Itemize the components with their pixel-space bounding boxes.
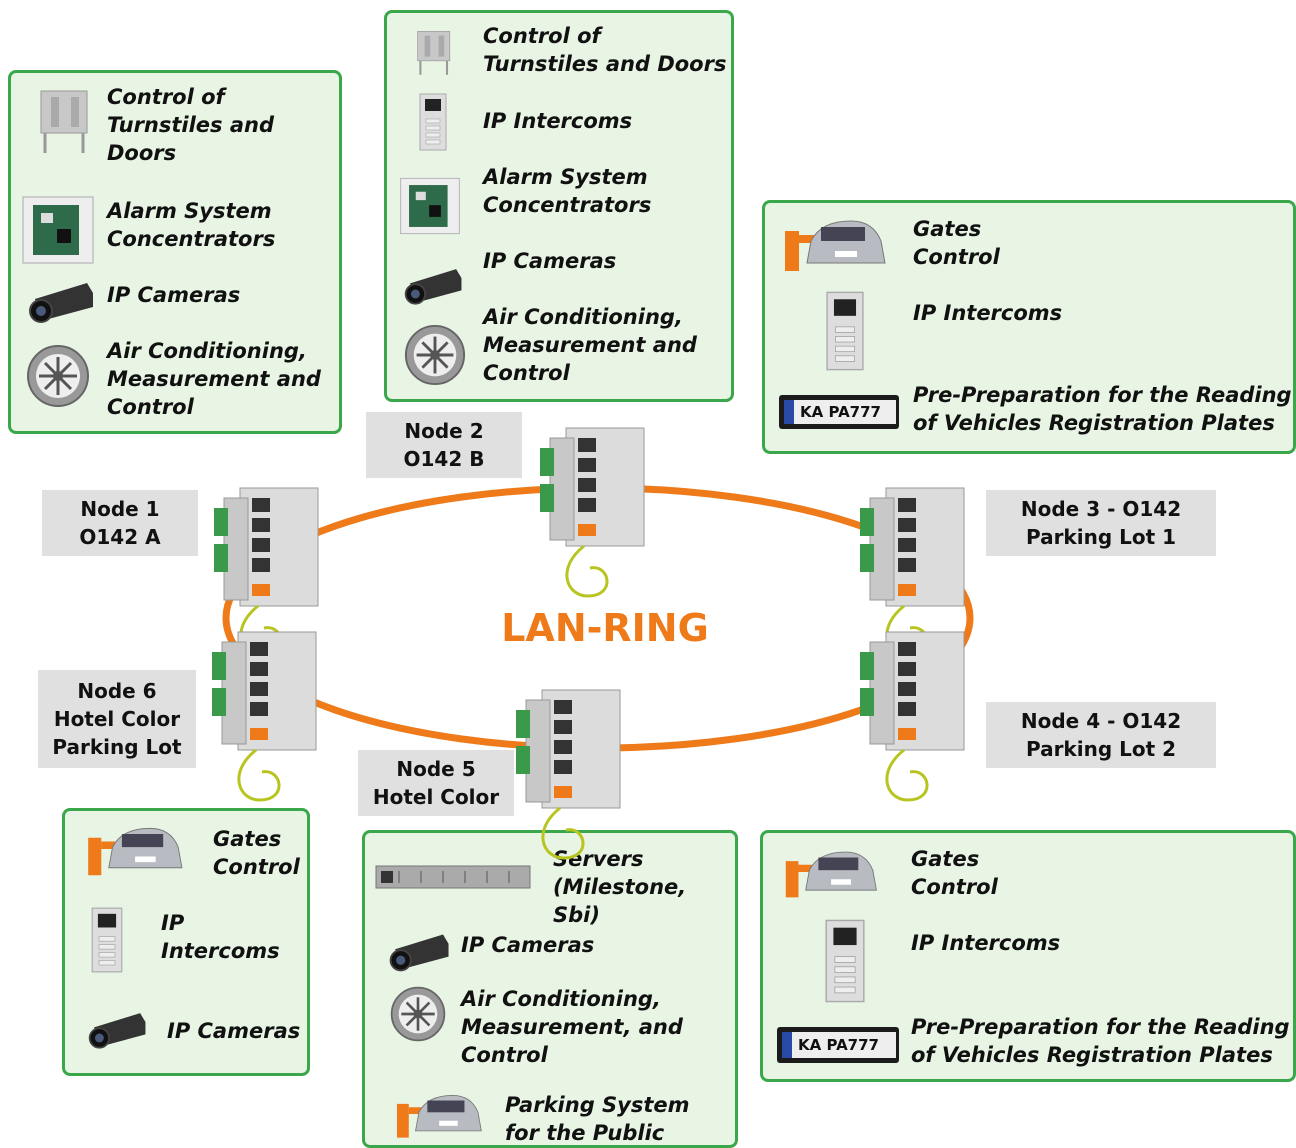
label-air-conditioning: Air Conditioning, Measurement, and Contr…	[461, 987, 683, 1067]
node3-device	[858, 486, 966, 658]
label-plate-reading: Pre-Preparation for the Reading of Vehic…	[911, 1015, 1290, 1067]
label-parking-system: Parking System for the Public	[505, 1093, 690, 1145]
node-label-6: Node 6 Hotel Color Parking Lot	[38, 670, 196, 768]
label-ip-cameras: IP Cameras	[107, 283, 241, 307]
license-plate-icon: KA PA777	[779, 395, 899, 429]
node2-device	[538, 426, 646, 598]
label-ip-cameras: IP Cameras	[461, 933, 595, 957]
panel-node2-devices: Control of Turnstiles and Doors IP Inter…	[384, 10, 734, 402]
panel-node5-devices: Servers (Milestone, Sbi) IP Cameras Air …	[362, 830, 738, 1148]
label-ip-intercoms: IP Intercoms	[913, 301, 1063, 325]
label-gates-control: Gates Control	[913, 217, 1000, 269]
label-ip-intercoms: IP Intercoms	[483, 109, 633, 133]
panel-node6-devices: Gates Control IP Intercoms IP Cameras	[62, 808, 310, 1076]
label-ip-cameras: IP Cameras	[167, 1019, 301, 1043]
lan-ring-title: LAN-RING	[501, 606, 709, 650]
panel-node3-devices: Gates Control IP Intercoms KA PA777 Pre-…	[762, 200, 1296, 454]
label-ip-intercoms: IP Intercoms	[161, 911, 280, 963]
label-gates-control: Gates Control	[213, 827, 300, 879]
label-servers: Servers (Milestone, Sbi)	[553, 847, 687, 927]
node-label-1: Node 1 O142 A	[42, 490, 198, 556]
label-air-conditioning: Air Conditioning, Measurement and Contro…	[107, 339, 321, 419]
label-ip-intercoms: IP Intercoms	[911, 931, 1061, 955]
node5-device	[514, 688, 622, 860]
label-turnstiles: Control of Turnstiles and Doors	[107, 85, 275, 165]
node-label-2: Node 2 O142 B	[366, 412, 522, 478]
node6-device	[210, 630, 318, 802]
node-label-4: Node 4 - O142 Parking Lot 2	[986, 702, 1216, 768]
label-alarm-concentrators: Alarm System Concentrators	[107, 199, 276, 251]
label-gates-control: Gates Control	[911, 847, 998, 899]
panel-node1-devices: Control of Turnstiles and Doors Alarm Sy…	[8, 70, 342, 434]
license-plate-icon: KA PA777	[777, 1027, 899, 1063]
label-alarm-concentrators: Alarm System Concentrators	[483, 165, 652, 217]
node-label-3: Node 3 - O142 Parking Lot 1	[986, 490, 1216, 556]
node4-device	[858, 630, 966, 802]
label-ip-cameras: IP Cameras	[483, 249, 617, 273]
plate-text: KA PA777	[800, 403, 881, 421]
label-plate-reading: Pre-Preparation for the Reading of Vehic…	[913, 383, 1292, 435]
node1-device	[212, 486, 320, 658]
node-label-5: Node 5 Hotel Color	[358, 750, 514, 816]
label-air-conditioning: Air Conditioning, Measurement and Contro…	[483, 305, 697, 385]
label-turnstiles: Control of Turnstiles and Doors	[483, 24, 727, 76]
plate-text: KA PA777	[798, 1036, 879, 1054]
panel-node4-devices: Gates Control IP Intercoms KA PA777 Pre-…	[760, 830, 1296, 1082]
